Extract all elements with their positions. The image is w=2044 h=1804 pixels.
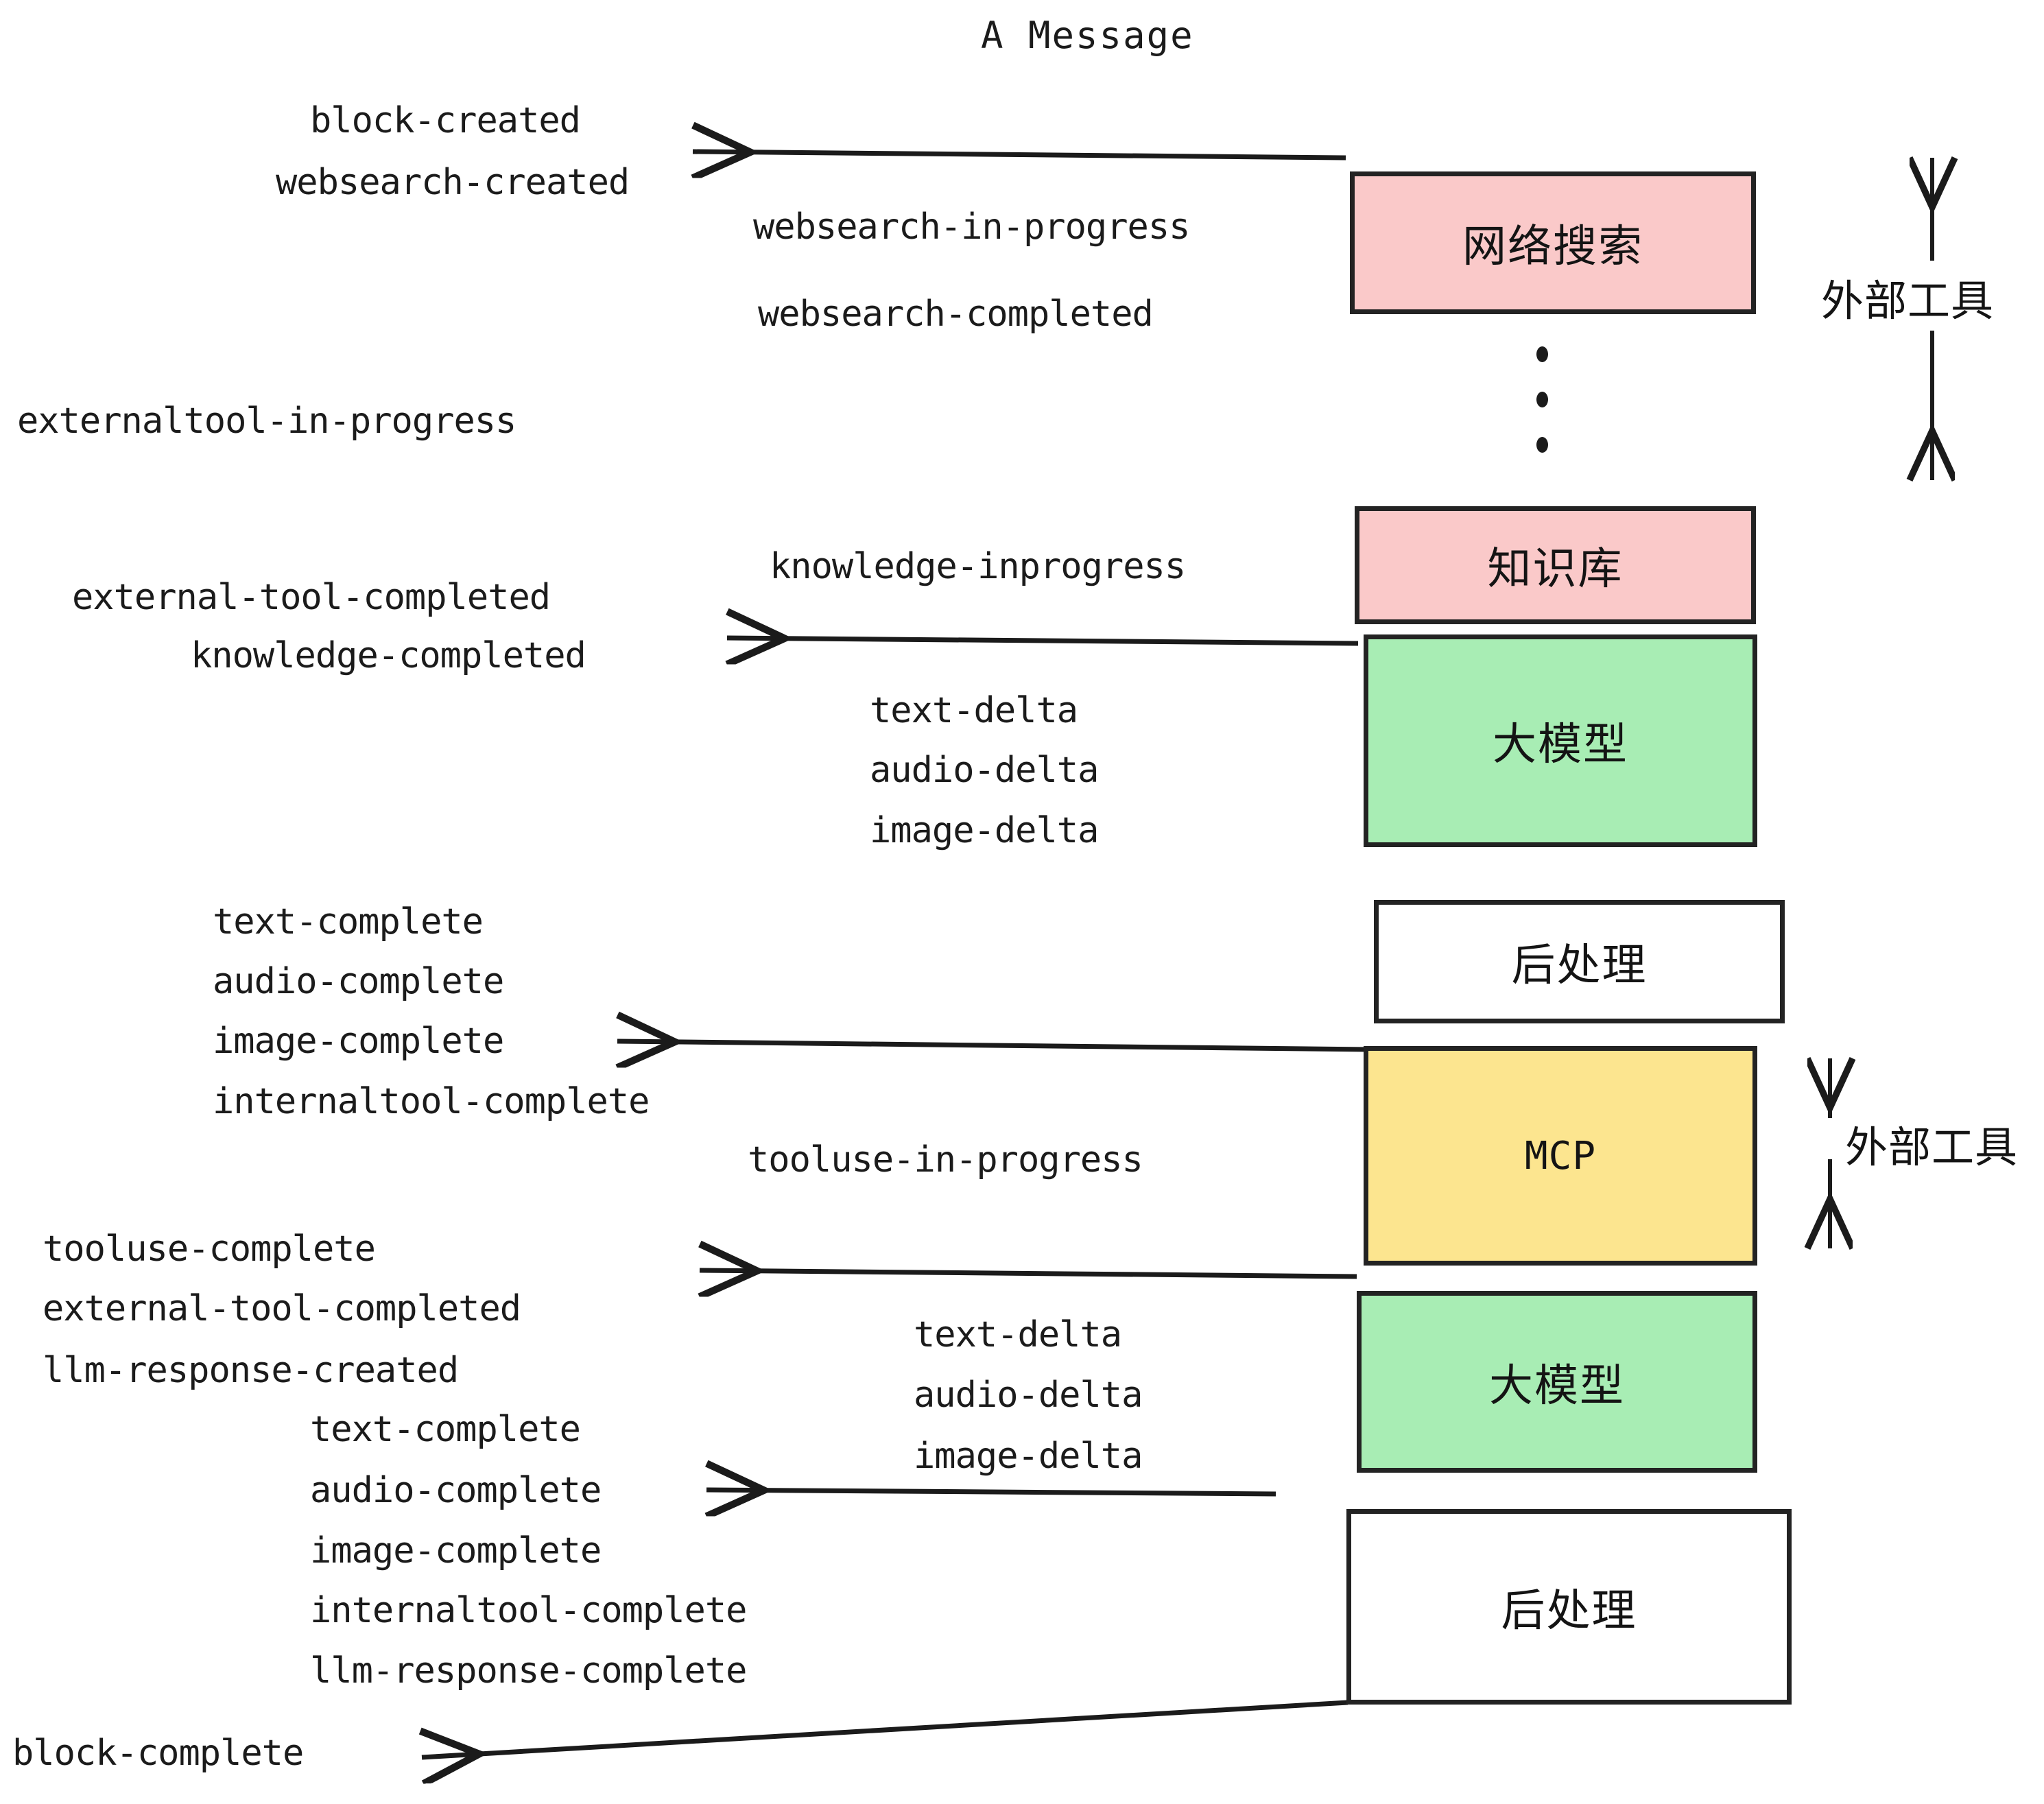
arrow-image-complete (617, 1041, 1369, 1049)
event-text-complete-1: text-complete (213, 901, 484, 942)
event-internaltool-complete-1: internaltool-complete (213, 1081, 650, 1122)
event-audio-delta-2: audio-delta (914, 1375, 1143, 1416)
event-block-complete: block-complete (12, 1733, 304, 1774)
label-external-tools-top: 外部工具 (1821, 276, 1995, 326)
event-image-complete-2: image-complete (310, 1530, 602, 1571)
event-tooluse-complete: tooluse-complete (43, 1229, 376, 1270)
event-externaltool-in-progress: externaltool-in-progress (17, 401, 516, 442)
event-internaltool-complete-2: internaltool-complete (310, 1590, 747, 1631)
node-websearch[interactable]: 网络搜索 (1350, 171, 1756, 314)
node-llm-2[interactable]: 大模型 (1357, 1291, 1757, 1473)
arrow-knowledge-completed (727, 638, 1359, 643)
event-text-complete-2: text-complete (310, 1409, 581, 1450)
event-llm-response-created: llm-response-created (43, 1350, 459, 1391)
event-llm-response-complete: llm-response-complete (310, 1650, 747, 1692)
event-websearch-created: websearch-created (276, 162, 630, 203)
node-knowledge-base[interactable]: 知识库 (1355, 506, 1756, 624)
vertical-ellipsis-icon (1535, 346, 1549, 453)
event-text-delta-2: text-delta (914, 1314, 1122, 1355)
arrow-tooluse-complete (700, 1270, 1357, 1277)
event-websearch-completed: websearch-completed (758, 294, 1154, 335)
event-image-delta-2: image-delta (914, 1436, 1143, 1477)
event-websearch-in-progress: websearch-in-progress (753, 206, 1190, 248)
event-image-delta-1: image-delta (870, 810, 1099, 851)
event-tooluse-in-progress: tooluse-in-progress (748, 1139, 1143, 1180)
node-websearch-label: 网络搜索 (1462, 222, 1643, 272)
event-image-complete-1: image-complete (213, 1021, 504, 1062)
arrow-audio-complete (706, 1490, 1276, 1494)
event-text-delta-1: text-delta (870, 690, 1078, 731)
node-postprocess-2-label: 后处理 (1501, 1585, 1637, 1637)
event-audio-delta-1: audio-delta (870, 750, 1099, 791)
event-knowledge-completed: knowledge-completed (191, 635, 586, 676)
event-audio-complete-2: audio-complete (310, 1470, 602, 1511)
event-block-created: block-created (310, 100, 581, 141)
node-knowledge-base-label: 知识库 (1487, 544, 1624, 595)
node-postprocess-1[interactable]: 后处理 (1374, 900, 1785, 1023)
event-knowledge-inprogress: knowledge-inprogress (770, 546, 1186, 587)
arrow-block-created (693, 152, 1346, 158)
node-postprocess-1-label: 后处理 (1511, 940, 1648, 991)
node-postprocess-2[interactable]: 后处理 (1346, 1509, 1792, 1705)
event-external-tool-completed-1: external-tool-completed (72, 577, 551, 618)
event-audio-complete-1: audio-complete (213, 961, 504, 1002)
node-mcp-label: MCP (1524, 1133, 1597, 1178)
node-mcp[interactable]: MCP (1364, 1046, 1757, 1266)
node-llm-2-label: 大模型 (1489, 1360, 1625, 1412)
event-external-tool-completed-2: external-tool-completed (43, 1288, 521, 1329)
diagram-title: A Message (981, 14, 1194, 57)
node-llm-1[interactable]: 大模型 (1364, 634, 1757, 847)
node-llm-1-label: 大模型 (1493, 720, 1628, 770)
label-external-tools-bottom: 外部工具 (1845, 1122, 2019, 1172)
arrow-block-complete (422, 1700, 1348, 1757)
